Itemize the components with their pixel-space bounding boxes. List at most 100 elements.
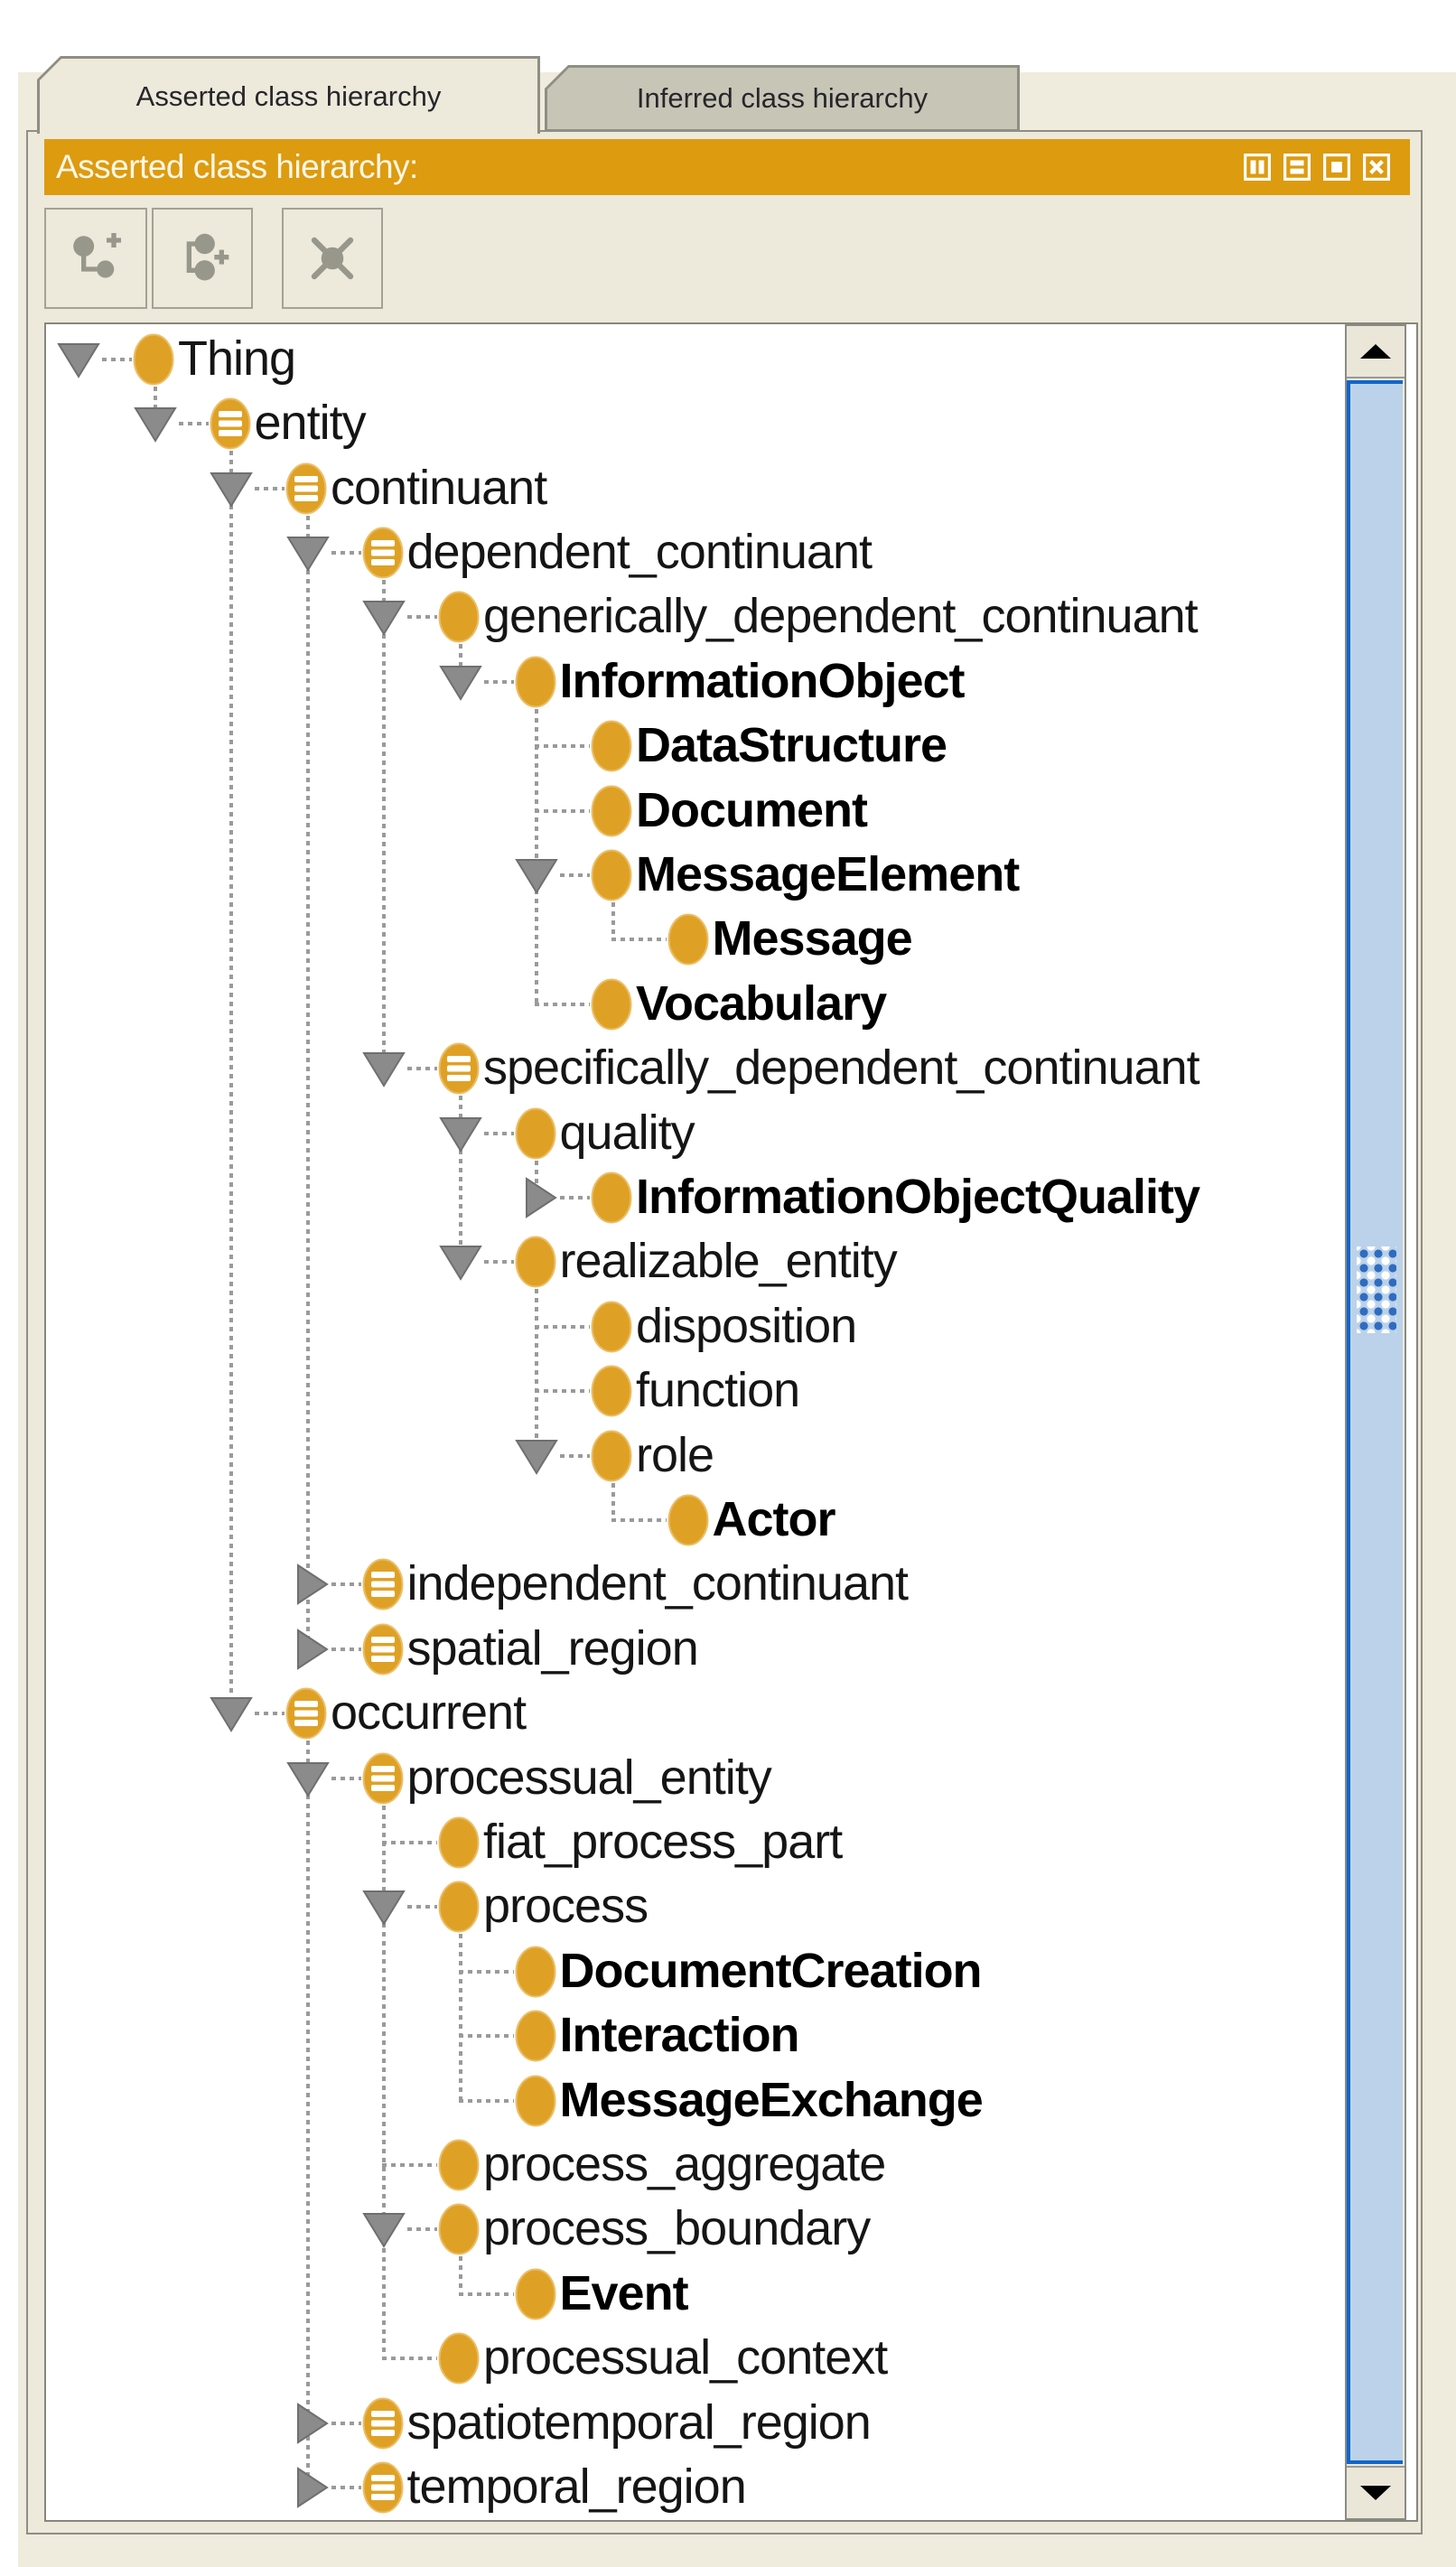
tree-connector [102, 357, 132, 361]
expand-toggle-icon[interactable] [133, 405, 177, 443]
expand-toggle-icon[interactable] [57, 341, 100, 378]
add-sibling-class-button[interactable] [152, 208, 253, 309]
class-label[interactable]: processual_context [483, 2330, 888, 2385]
class-label[interactable]: MessageElement [636, 846, 1020, 901]
class-icon [438, 1881, 480, 1933]
tree-connector [483, 679, 514, 684]
collapse-toggle-icon[interactable] [524, 1176, 558, 1219]
class-icon [591, 1171, 632, 1224]
class-icon [515, 656, 555, 708]
class-icon [591, 720, 632, 772]
expand-toggle-icon[interactable] [438, 1115, 482, 1153]
tab-face: Asserted class hierarchy [40, 59, 537, 134]
tree-connector [382, 1840, 437, 1844]
class-tree: Thing entity continuant dependent_continuan… [44, 322, 1418, 2522]
class-label[interactable]: Actor [712, 1491, 836, 1546]
split-horizontally-icon[interactable] [1283, 154, 1311, 181]
class-label[interactable]: InformationObjectQuality [636, 1169, 1200, 1224]
class-label[interactable]: InformationObject [559, 653, 966, 708]
class-label[interactable]: Thing [178, 331, 296, 386]
expand-toggle-icon[interactable] [362, 1050, 406, 1088]
expand-toggle-icon[interactable] [362, 1888, 406, 1927]
class-label[interactable]: Document [636, 782, 868, 837]
tree-connector [331, 1776, 361, 1780]
class-icon [515, 1946, 555, 1998]
expand-toggle-icon[interactable] [210, 470, 253, 508]
class-label[interactable]: process_aggregate [483, 2136, 886, 2191]
expand-toggle-icon[interactable] [362, 2210, 406, 2249]
class-label[interactable]: process_boundary [483, 2201, 871, 2256]
add-subclass-button[interactable] [44, 208, 147, 309]
class-label[interactable]: process [483, 1879, 649, 1934]
collapse-toggle-icon[interactable] [295, 1563, 330, 1606]
class-label[interactable]: realizable_entity [559, 1234, 898, 1289]
class-label[interactable]: spatiotemporal_region [406, 2394, 872, 2450]
expand-toggle-icon[interactable] [285, 534, 330, 572]
class-label[interactable]: processual_entity [406, 1750, 772, 1805]
class-label[interactable]: independent_continuant [406, 1556, 910, 1611]
class-label[interactable]: Interaction [559, 2008, 800, 2063]
expand-toggle-icon[interactable] [285, 1760, 330, 1797]
class-icon [362, 527, 403, 579]
class-label[interactable]: specifically_dependent_continuant [483, 1041, 1200, 1096]
class-label[interactable]: dependent_continuant [406, 524, 873, 579]
tree-connector [483, 1260, 514, 1265]
class-label[interactable]: occurrent [331, 1685, 527, 1741]
scroll-up-button[interactable] [1347, 326, 1405, 378]
tree-connector-vertical [305, 515, 310, 1649]
class-label[interactable]: temporal_region [406, 2459, 747, 2514]
tree-connector [255, 486, 285, 490]
tree-connector-vertical [458, 1096, 462, 1263]
float-window-icon[interactable] [1323, 154, 1350, 181]
tab-asserted-class-hierarchy[interactable]: Asserted class hierarchy [37, 56, 540, 134]
class-label[interactable]: continuant [331, 460, 547, 515]
class-label[interactable]: Message [712, 911, 913, 966]
split-vertically-icon[interactable] [1244, 154, 1271, 181]
class-label[interactable]: fiat_process_part [483, 1814, 843, 1869]
expand-toggle-icon[interactable] [362, 598, 406, 637]
class-icon [362, 2397, 403, 2449]
class-label[interactable]: disposition [636, 1298, 857, 1353]
tree-connector-vertical [153, 386, 157, 425]
tree-connector-vertical [382, 1805, 386, 2359]
tree-connector [560, 1195, 590, 1199]
delete-class-button[interactable] [282, 208, 383, 309]
expand-toggle-icon[interactable] [438, 1243, 482, 1282]
scrollbar-grip[interactable] [1357, 1246, 1396, 1333]
class-label[interactable]: spatial_region [406, 1620, 699, 1676]
class-label[interactable]: function [636, 1363, 800, 1418]
class-label[interactable]: entity [254, 396, 367, 451]
class-icon [285, 462, 327, 514]
tree-connector [331, 2421, 361, 2425]
vertical-scrollbar[interactable] [1345, 324, 1406, 2520]
expand-toggle-icon[interactable] [515, 856, 558, 894]
class-label[interactable]: Event [559, 2265, 689, 2320]
tree-connector [535, 1002, 590, 1006]
collapse-toggle-icon[interactable] [295, 2466, 330, 2509]
class-icon [362, 1752, 403, 1804]
expand-toggle-icon[interactable] [515, 1437, 558, 1475]
class-icon [362, 1623, 403, 1676]
class-label[interactable]: Vocabulary [636, 975, 887, 1031]
scroll-down-button[interactable] [1347, 2466, 1405, 2518]
class-label[interactable]: MessageExchange [559, 2072, 984, 2127]
tree-connector-vertical [305, 1741, 310, 2488]
class-label[interactable]: DocumentCreation [559, 1943, 983, 1998]
tree-connector [178, 422, 209, 426]
scrollbar-thumb[interactable] [1347, 380, 1403, 2464]
tree-connector-vertical [458, 2256, 462, 2294]
tree-connector [255, 1712, 285, 1716]
class-icon [515, 2075, 555, 2126]
expand-toggle-icon[interactable] [438, 663, 482, 701]
class-icon [438, 591, 480, 643]
class-label[interactable]: DataStructure [636, 718, 947, 773]
expand-toggle-icon[interactable] [210, 1694, 253, 1733]
tab-inferred-class-hierarchy[interactable]: Inferred class hierarchy [545, 65, 1020, 132]
close-window-icon[interactable] [1363, 154, 1390, 181]
class-icon [438, 1816, 480, 1869]
collapse-toggle-icon[interactable] [295, 2402, 330, 2445]
collapse-toggle-icon[interactable] [295, 1628, 330, 1671]
class-label[interactable]: quality [559, 1105, 695, 1160]
class-label[interactable]: role [636, 1427, 714, 1482]
class-label[interactable]: generically_dependent_continuant [483, 589, 1199, 644]
